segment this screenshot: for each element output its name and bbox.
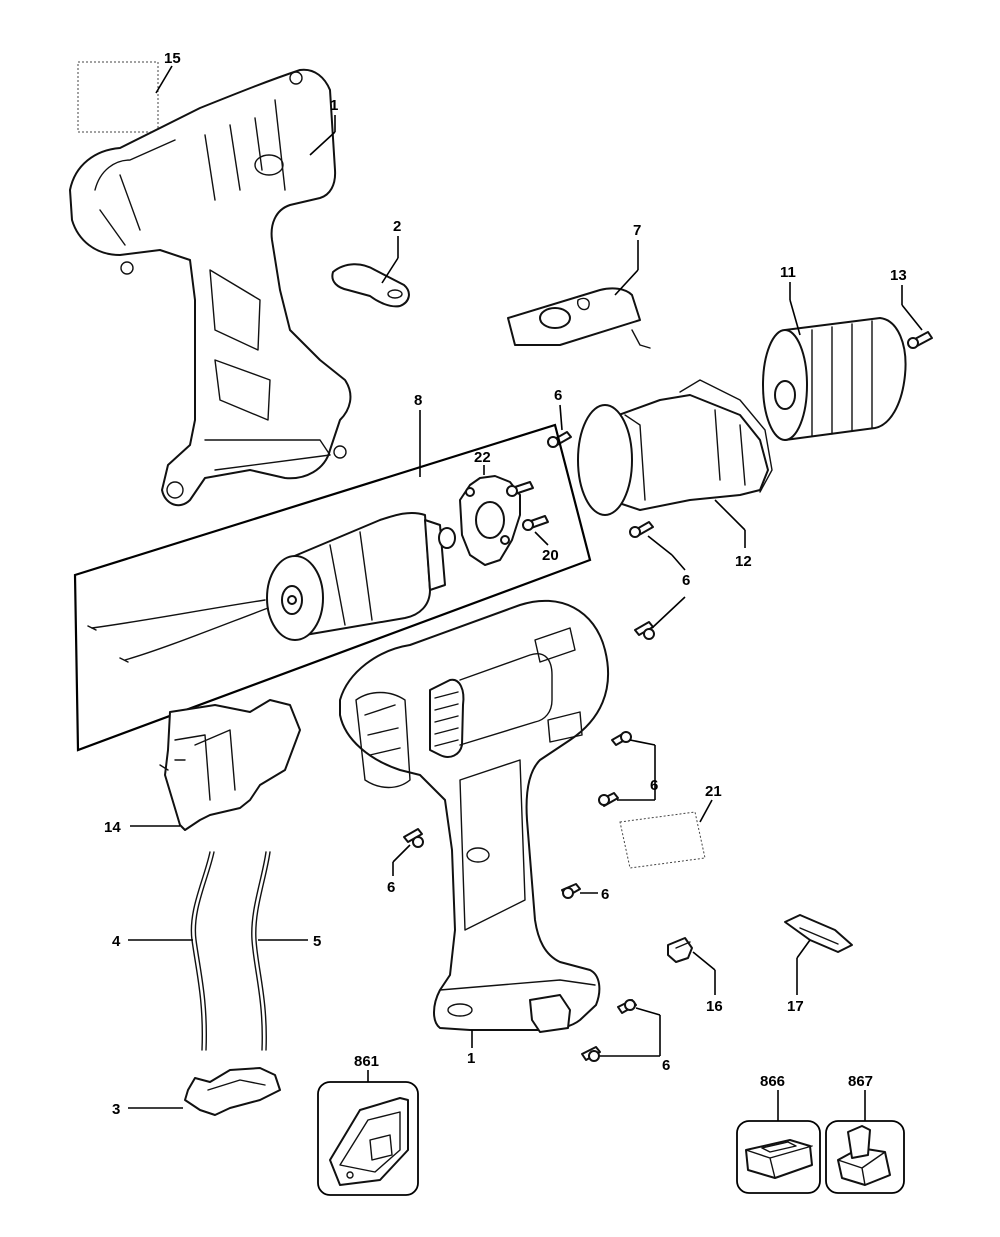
part-1-housing-half (69, 68, 352, 507)
part-6-screw-c (634, 596, 686, 640)
callout-22: 22 (474, 449, 491, 466)
callout-numbers: 15 1 2 7 11 13 8 6 22 20 12 6 6 21 14 6 … (104, 50, 907, 1118)
part-6-screw-d (598, 731, 656, 807)
part-8-motor-group (73, 410, 592, 752)
callout-20: 20 (542, 547, 559, 564)
part-5-wire (251, 851, 308, 1051)
part-11-chuck (762, 282, 907, 441)
callout-1-bottom: 1 (467, 1050, 475, 1067)
callout-6-d: 6 (387, 879, 395, 896)
kit-867-battery (825, 1090, 905, 1194)
callout-6-f: 6 (662, 1057, 670, 1074)
motor (87, 511, 456, 663)
callout-8: 8 (414, 392, 422, 409)
callout-11: 11 (780, 264, 796, 281)
callout-14: 14 (104, 819, 121, 836)
kit-861-case (317, 1070, 419, 1196)
callout-1-top: 1 (330, 97, 338, 114)
kit-866-charger (736, 1090, 821, 1194)
part-1-body-assembly (339, 599, 610, 1048)
part-21-label (619, 799, 713, 869)
callout-21: 21 (705, 783, 722, 800)
callout-6-e: 6 (601, 886, 609, 903)
callout-17: 17 (787, 998, 804, 1015)
part-2-lever (331, 236, 410, 308)
part-6-screw-f (561, 883, 598, 899)
callout-866: 866 (760, 1073, 785, 1090)
callout-12: 12 (735, 553, 752, 570)
callout-861: 861 (354, 1053, 379, 1070)
part-12-gearbox (577, 379, 773, 548)
part-3-plate (128, 1067, 281, 1116)
part-22-baffle (459, 465, 521, 566)
callout-6-a: 6 (554, 387, 562, 404)
part-4-wire (128, 851, 215, 1051)
part-13-screw (901, 285, 933, 349)
part-6-screw-g (581, 999, 661, 1062)
callout-6-c: 6 (650, 777, 658, 794)
part-7-clip-plate (507, 240, 651, 349)
part-14-switch (130, 699, 301, 831)
callout-13: 13 (890, 267, 907, 284)
part-6-screw-e (392, 828, 424, 876)
callout-4: 4 (112, 933, 121, 950)
callout-15: 15 (164, 50, 181, 67)
part-6-screw-a (547, 404, 572, 448)
callout-2: 2 (393, 218, 401, 235)
part-17-bit (784, 914, 853, 995)
callout-6-b: 6 (682, 572, 690, 589)
part-6-screw-b (629, 521, 686, 571)
part-16-clip (667, 937, 716, 995)
callout-3: 3 (112, 1101, 120, 1118)
callout-16: 16 (706, 998, 723, 1015)
callout-7: 7 (633, 222, 641, 239)
callout-5: 5 (313, 933, 321, 950)
part-20-screws (506, 481, 549, 546)
callout-867: 867 (848, 1073, 873, 1090)
part-15-label (77, 61, 173, 133)
